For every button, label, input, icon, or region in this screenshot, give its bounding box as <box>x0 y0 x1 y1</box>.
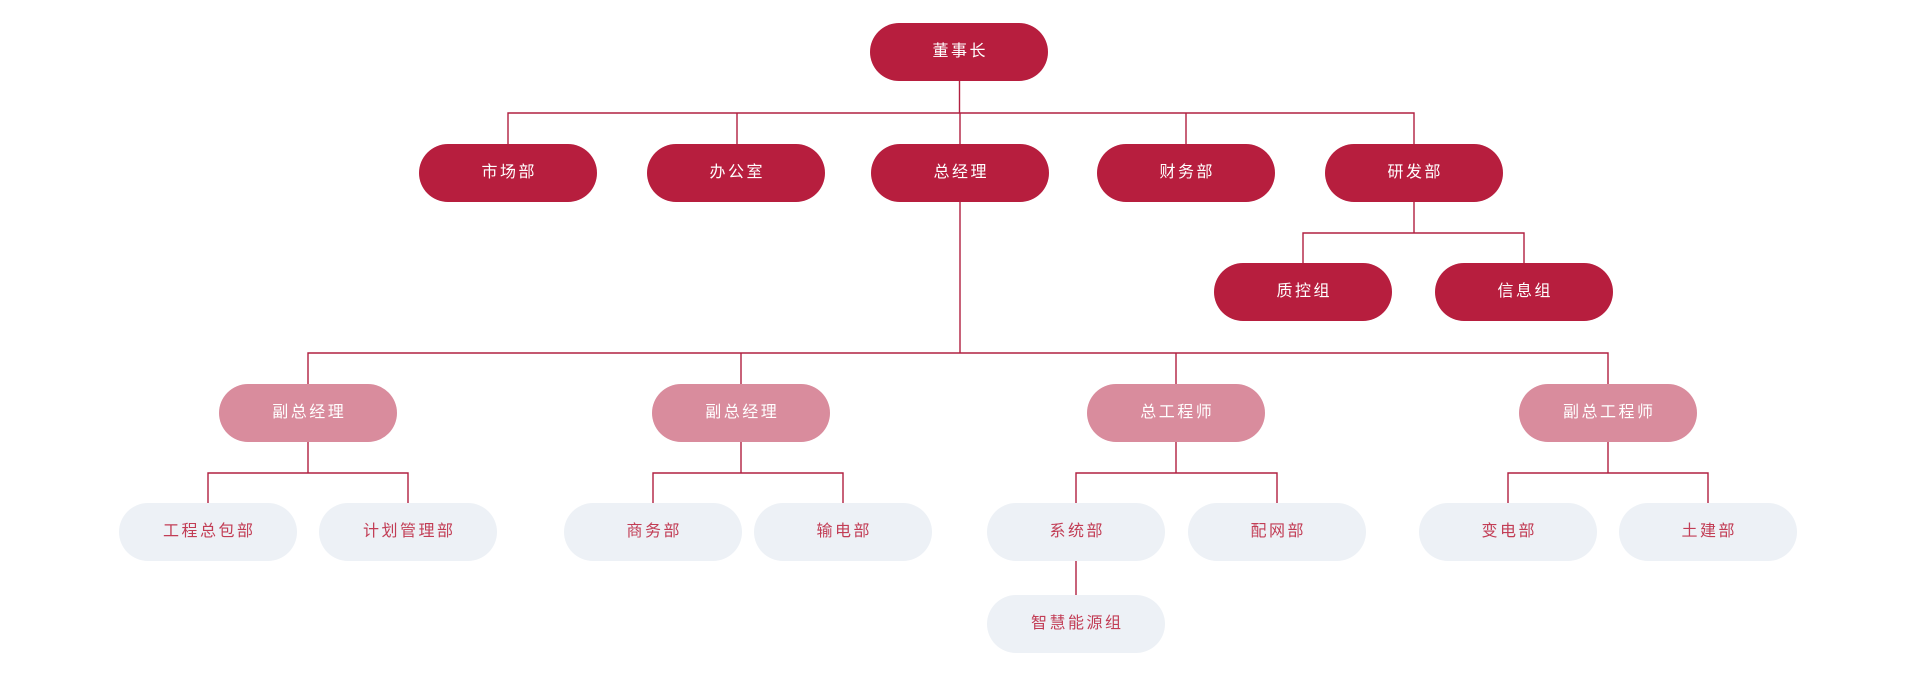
org-node-quality-control-label: 质控组 <box>1276 283 1332 300</box>
org-node-deputy-gm-2-label: 副总经理 <box>705 404 780 421</box>
org-node-chairman-label: 董事长 <box>932 43 988 60</box>
org-node-office[interactable]: 办公室 <box>647 144 825 202</box>
org-node-finance[interactable]: 财务部 <box>1097 144 1275 202</box>
org-node-marketing[interactable]: 市场部 <box>419 144 597 202</box>
org-node-chairman[interactable]: 董事长 <box>870 23 1048 81</box>
org-node-finance-label: 财务部 <box>1159 164 1215 181</box>
org-node-planning[interactable]: 计划管理部 <box>319 503 497 561</box>
org-node-civil-label: 土建部 <box>1681 523 1737 540</box>
org-node-rnd[interactable]: 研发部 <box>1325 144 1503 202</box>
org-node-deputy-gm-1-label: 副总经理 <box>272 404 347 421</box>
org-node-smart-energy[interactable]: 智慧能源组 <box>987 595 1165 653</box>
org-node-systems-label: 系统部 <box>1049 523 1105 540</box>
org-node-general-manager[interactable]: 总经理 <box>871 144 1049 202</box>
org-node-distribution-label: 配网部 <box>1250 523 1306 540</box>
connector-general-manager-children <box>307 202 1609 384</box>
connector-deputy-gm-2-children <box>652 442 844 503</box>
connector-rnd-children <box>1302 202 1525 263</box>
connector-deputy-chief-engineer-children <box>1507 442 1709 503</box>
org-node-deputy-chief-engineer[interactable]: 副总工程师 <box>1519 384 1697 442</box>
org-node-substation[interactable]: 变电部 <box>1419 503 1597 561</box>
org-node-planning-label: 计划管理部 <box>362 523 456 540</box>
org-node-civil[interactable]: 土建部 <box>1619 503 1797 561</box>
org-node-smart-energy-label: 智慧能源组 <box>1030 615 1124 632</box>
connector-chief-engineer-children <box>1075 442 1278 503</box>
org-node-business-label: 商务部 <box>626 523 682 540</box>
org-node-deputy-gm-2[interactable]: 副总经理 <box>652 384 830 442</box>
org-node-deputy-gm-1[interactable]: 副总经理 <box>219 384 397 442</box>
org-node-chief-engineer[interactable]: 总工程师 <box>1087 384 1265 442</box>
org-node-deputy-chief-engineer-label: 副总工程师 <box>1562 404 1656 421</box>
org-node-quality-control[interactable]: 质控组 <box>1214 263 1392 321</box>
org-node-marketing-label: 市场部 <box>481 164 537 181</box>
org-node-substation-label: 变电部 <box>1481 523 1537 540</box>
org-node-general-manager-label: 总经理 <box>933 164 989 181</box>
org-node-office-label: 办公室 <box>709 164 765 181</box>
org-node-information[interactable]: 信息组 <box>1435 263 1613 321</box>
org-node-systems[interactable]: 系统部 <box>987 503 1165 561</box>
org-node-transmission[interactable]: 输电部 <box>754 503 932 561</box>
org-node-distribution[interactable]: 配网部 <box>1188 503 1366 561</box>
org-node-epc-label: 工程总包部 <box>162 523 256 540</box>
connector-chairman-children <box>507 81 1415 144</box>
org-node-epc[interactable]: 工程总包部 <box>119 503 297 561</box>
org-node-business[interactable]: 商务部 <box>564 503 742 561</box>
connector-deputy-gm-1-children <box>207 442 409 503</box>
org-node-rnd-label: 研发部 <box>1387 164 1443 181</box>
org-node-transmission-label: 输电部 <box>816 523 872 540</box>
org-node-chief-engineer-label: 总工程师 <box>1140 404 1215 421</box>
org-node-information-label: 信息组 <box>1497 283 1553 300</box>
